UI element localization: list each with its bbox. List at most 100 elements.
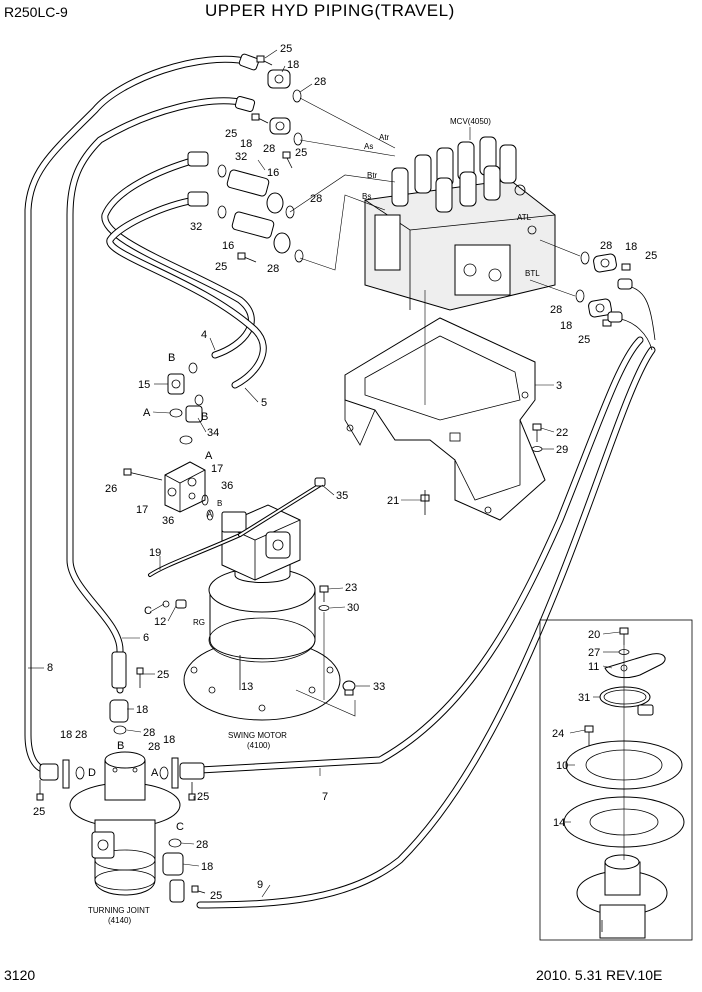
band-clamp-31 — [599, 686, 654, 716]
callout-17: 17 — [136, 504, 148, 516]
callout-33: 33 — [373, 681, 385, 693]
flange-18-tj-bottom — [162, 852, 184, 876]
swing-motor-label2: (4100) — [247, 741, 270, 750]
port-as: As — [364, 142, 373, 151]
turning-joint-inset — [576, 854, 668, 939]
port-b-small: B — [217, 499, 222, 508]
leader-bs — [299, 194, 386, 271]
bolt-25-tj-right — [188, 782, 196, 801]
callout-25: 25 — [295, 147, 307, 159]
o-ring-28a — [292, 89, 302, 103]
callout-35: 35 — [336, 490, 348, 502]
callout-18: 18 — [163, 734, 175, 746]
model-number: R250LC-9 — [4, 4, 68, 20]
callout-18: 18 — [136, 704, 148, 716]
o-ring-a-lower — [179, 435, 193, 445]
callout-14: 14 — [553, 817, 565, 829]
callout-13: 13 — [241, 681, 253, 693]
hose-fitting-9 — [169, 879, 185, 903]
flange-18a — [267, 69, 291, 89]
o-ring-28-tj-right — [159, 766, 169, 780]
o-ring-32a — [217, 164, 227, 178]
swing-motor-label1: SWING MOTOR — [228, 731, 287, 740]
plate-11 — [604, 653, 666, 679]
callout-leaders — [28, 49, 621, 898]
callout-25: 25 — [210, 890, 222, 902]
callout-22: 22 — [556, 427, 568, 439]
pipe-35 — [238, 477, 326, 537]
callout-17: 17 — [211, 463, 223, 475]
callout-18: 18 — [625, 241, 637, 253]
flange-18-tj-right — [171, 757, 179, 789]
o-ring-b-lower — [194, 394, 204, 406]
callout-25: 25 — [645, 250, 657, 262]
port-atl: ATL — [517, 213, 532, 222]
callout-28: 28 — [600, 240, 612, 252]
flange-18-tj-left — [62, 759, 70, 789]
pipe-19 — [148, 533, 242, 577]
callout-28: 28 — [314, 76, 326, 88]
pipe-connector-16a — [226, 169, 284, 214]
callout-9: 9 — [257, 879, 263, 891]
washer-29 — [531, 446, 543, 452]
callout-25: 25 — [215, 261, 227, 273]
main-control-valve — [364, 136, 556, 311]
flange-18-atl — [593, 253, 617, 273]
plug-33 — [342, 680, 356, 696]
callout-32: 32 — [190, 221, 202, 233]
o-ring-28d — [294, 249, 304, 263]
callout-25: 25 — [280, 43, 292, 55]
leader-btl — [529, 279, 576, 297]
callout-36: 36 — [162, 515, 174, 527]
letter-b: B — [168, 352, 175, 364]
callout-28: 28 — [75, 729, 87, 741]
o-ring-32b — [217, 205, 227, 219]
o-ring-36b — [206, 509, 214, 521]
bolt-21 — [420, 490, 430, 515]
leader-motor-plug — [295, 689, 356, 717]
washer-30 — [318, 605, 330, 611]
elbow-fitting-32b — [187, 191, 209, 207]
o-ring-36a — [201, 494, 209, 506]
callout-30: 30 — [347, 602, 359, 614]
callout-15: 15 — [138, 379, 150, 391]
callout-29: 29 — [556, 444, 568, 456]
bolt-25a — [256, 55, 273, 66]
bolt-26 — [123, 468, 163, 481]
callout-24: 24 — [552, 728, 564, 740]
callout-23: 23 — [345, 582, 357, 594]
port-btr: Btr — [367, 171, 378, 180]
port-btl: BTL — [525, 269, 540, 278]
callout-10: 10 — [556, 760, 568, 772]
port-rg: RG — [193, 618, 205, 627]
callout-28: 28 — [143, 727, 155, 739]
hose-8 — [24, 55, 254, 774]
page-number: 3120 — [4, 967, 35, 983]
hose-9 — [196, 346, 656, 909]
hose-fitting-right-upper — [617, 278, 633, 290]
callout-6: 6 — [143, 632, 149, 644]
callout-labels: 25 18 28 25 18 28 25 32 16 28 32 16 25 2… — [33, 43, 657, 902]
callout-28: 28 — [267, 263, 279, 275]
letter-c: C — [176, 821, 184, 833]
letter-d: D — [88, 767, 96, 779]
callout-25: 25 — [225, 128, 237, 140]
hose-end-fitting-top1 — [238, 53, 260, 71]
callout-28: 28 — [550, 304, 562, 316]
hose-7 — [196, 336, 644, 774]
callout-25: 25 — [578, 334, 590, 346]
o-ring-28b — [293, 132, 303, 146]
bolt-25-btl — [602, 319, 612, 327]
bolt-23 — [319, 585, 329, 602]
turning-joint — [69, 751, 181, 896]
hose-fitting-6 — [111, 651, 127, 689]
elbow-fitting-32a — [187, 151, 209, 167]
letter-b: B — [117, 740, 124, 752]
callout-28: 28 — [148, 741, 160, 753]
elbow-fitting-34 — [185, 405, 203, 423]
callout-18: 18 — [201, 861, 213, 873]
callout-25: 25 — [157, 669, 169, 681]
swing-motor — [183, 504, 341, 721]
letter-a: A — [205, 450, 213, 462]
callout-18: 18 — [560, 320, 572, 332]
